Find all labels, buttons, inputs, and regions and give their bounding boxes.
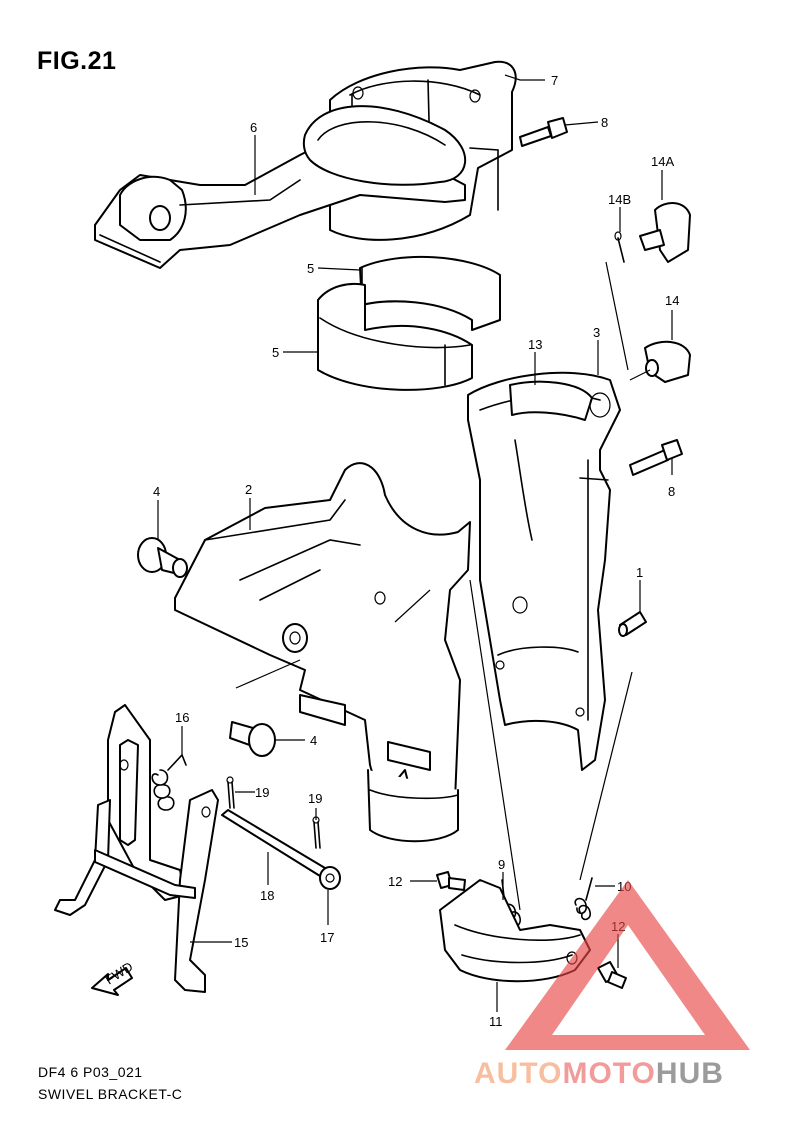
callout-18: 18	[260, 888, 274, 903]
callout-11: 11	[489, 1014, 503, 1029]
callout-9: 9	[498, 857, 505, 872]
callout-16: 16	[175, 710, 189, 725]
callout-14: 14	[665, 293, 679, 308]
part-17-washer	[319, 866, 341, 890]
callout-3: 3	[593, 325, 600, 340]
callout-14b: 14B	[608, 192, 631, 207]
watermark-part1: AUTO	[474, 1057, 562, 1090]
callout-17: 17	[320, 930, 334, 945]
callout-15: 15	[234, 935, 248, 950]
callout-14a: 14A	[651, 154, 674, 169]
callout-13: 13	[528, 337, 542, 352]
drawing-name: SWIVEL BRACKET-C	[38, 1086, 183, 1102]
watermark-part3: HUB	[656, 1057, 724, 1090]
watermark-logo: AUTOMOTOHUB	[474, 880, 750, 1090]
part-14a-knob	[639, 202, 691, 263]
part-19-cotter-pin-right	[312, 816, 321, 849]
watermark-triangle-icon	[505, 880, 750, 1050]
callout-8-lower: 8	[668, 484, 675, 499]
part-18-shaft	[221, 809, 326, 877]
part-16-spring	[151, 753, 187, 811]
part-11-lower-bracket	[439, 879, 591, 983]
callout-4-lower: 4	[310, 733, 317, 748]
part-12-bolt-left	[436, 871, 466, 891]
watermark-part2: MOTO	[562, 1057, 655, 1090]
callout-19-right: 19	[308, 791, 322, 806]
drawing-code: DF4 6 P03_021	[38, 1064, 143, 1080]
callout-8-upper: 8	[601, 115, 608, 130]
callout-7: 7	[551, 73, 558, 88]
leader-lines	[157, 74, 673, 1012]
callout-12-left: 12	[388, 874, 402, 889]
part-4-bolt-upper	[137, 537, 188, 578]
figure-title: FIG.21	[37, 47, 117, 75]
callout-19-left: 19	[255, 785, 269, 800]
callout-5-lower: 5	[272, 345, 279, 360]
callout-6: 6	[250, 120, 257, 135]
part-14b-pin	[614, 231, 625, 263]
assembly-reference-lines	[235, 261, 651, 911]
part-15-tilt-lever	[54, 704, 219, 993]
part-1-grease-nipple	[618, 611, 647, 637]
part-5-upper-bushing	[359, 255, 501, 331]
part-8-bolt-upper	[519, 117, 568, 147]
part-6-bracket-arm	[94, 105, 466, 269]
part-2-clamp-bracket	[174, 462, 471, 843]
callout-4-upper: 4	[153, 484, 160, 499]
part-4-bolt-lower	[229, 721, 276, 757]
forward-direction-arrow: FWD	[91, 959, 135, 996]
part-12-bolt-right	[597, 961, 627, 989]
part-10-spring	[574, 877, 593, 921]
part-8-bolt-lower	[629, 439, 683, 476]
part-13-swivel-bracket	[467, 371, 621, 771]
svg-text:AUTOMOTOHUB: AUTOMOTOHUB	[474, 1057, 724, 1090]
part-19-cotter-pin-left	[226, 776, 235, 809]
callout-2: 2	[245, 482, 252, 497]
callout-5-upper: 5	[307, 261, 314, 276]
part-14-knob	[644, 340, 691, 383]
part-5-lower-bushing	[317, 282, 473, 391]
callout-1: 1	[636, 565, 643, 580]
